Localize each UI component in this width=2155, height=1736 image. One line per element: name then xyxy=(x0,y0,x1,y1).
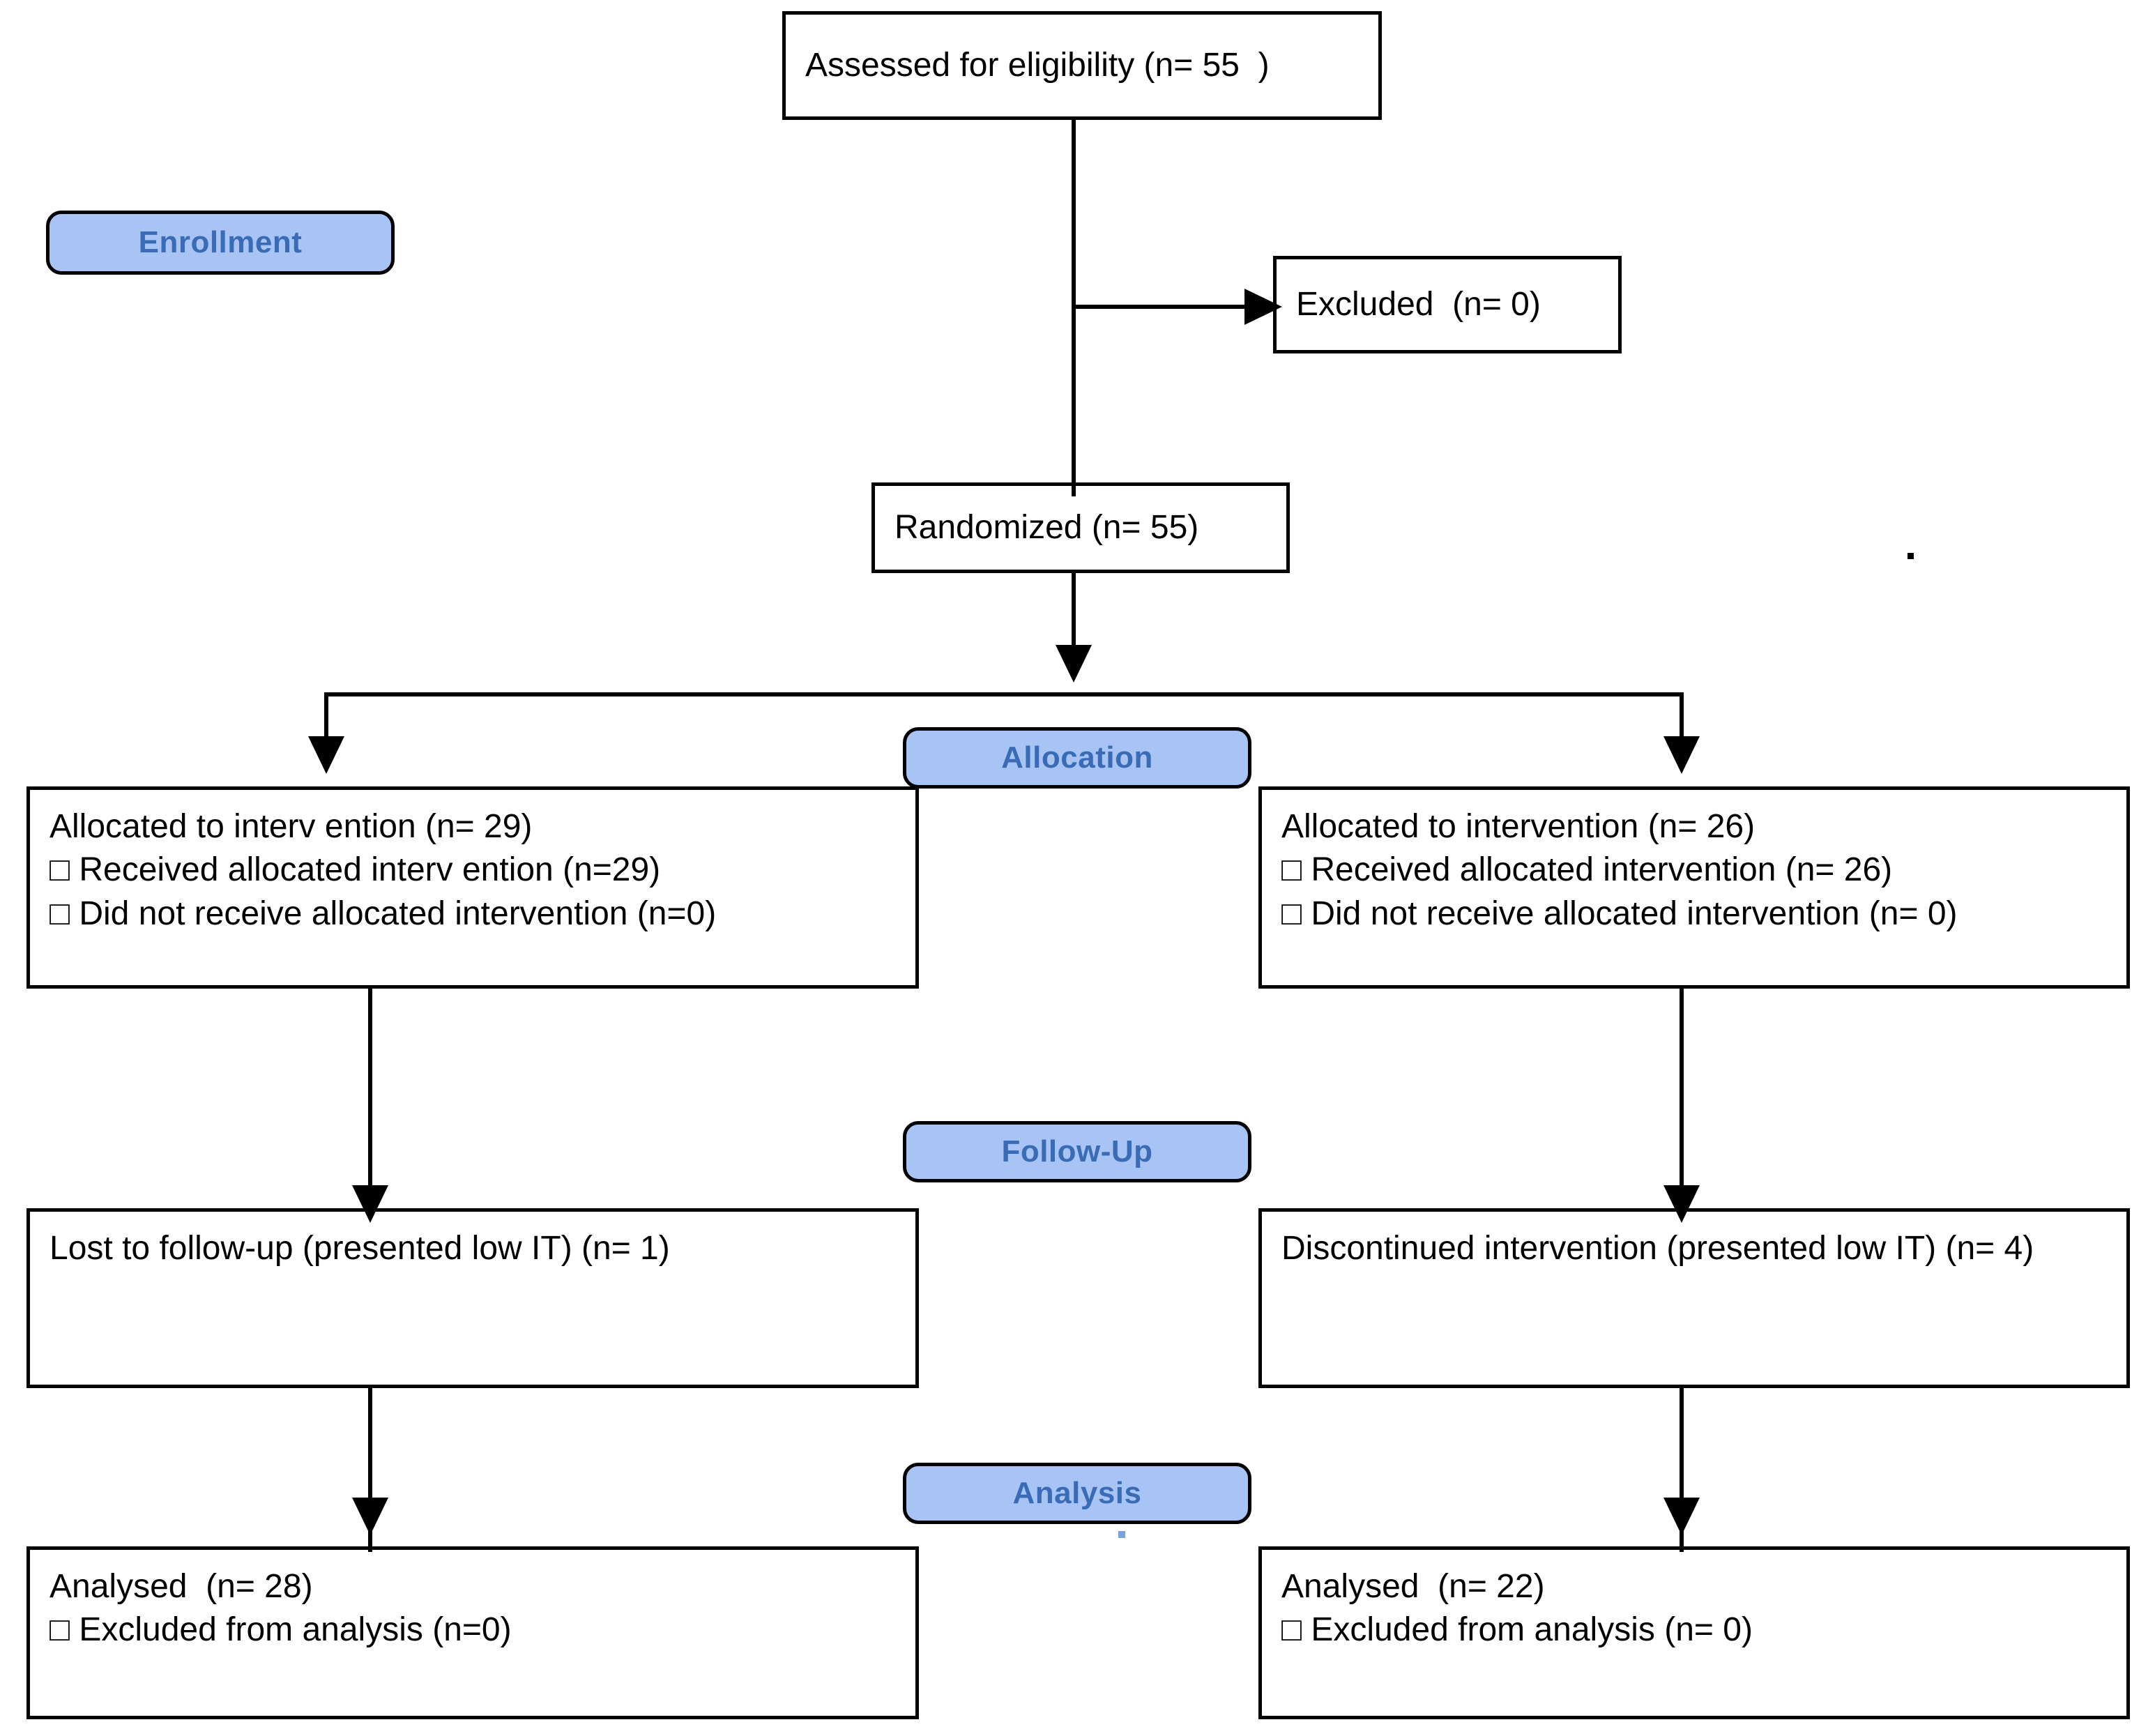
node-assessed-for-eligibility: Assessed for eligibility (n= 55 ) xyxy=(782,11,1382,120)
node-allocation-left: Allocated to interv ention (n= 29) □ Rec… xyxy=(26,786,919,989)
node-allocation-left-line-3: □ Did not receive allocated intervention… xyxy=(50,894,717,932)
arrow-left-allocation-to-followup xyxy=(352,1185,388,1223)
arrow-to-left-allocation xyxy=(308,736,344,774)
node-analysis-left: Analysed (n= 28) □ Excluded from analysi… xyxy=(26,1546,919,1719)
node-analysis-right: Analysed (n= 22) □ Excluded from analysi… xyxy=(1258,1546,2130,1719)
node-randomized-line-1: Randomized (n= 55) xyxy=(894,508,1199,546)
node-analysis-left-line-1: Analysed (n= 28) xyxy=(50,1568,313,1605)
arrow-to-right-allocation xyxy=(1663,736,1700,774)
artifact-dot-blue xyxy=(1118,1531,1125,1538)
stage-badge-followup-label: Follow-Up xyxy=(1001,1134,1153,1168)
connector-right-followup-to-analysis xyxy=(1680,1388,1684,1552)
node-followup-right-line-1: Discontinued intervention (presented low… xyxy=(1281,1230,2034,1267)
connector-left-followup-to-analysis xyxy=(368,1388,372,1552)
stage-badge-enrollment: Enrollment xyxy=(46,211,395,275)
node-followup-right: Discontinued intervention (presented low… xyxy=(1258,1208,2130,1388)
node-followup-left: Lost to follow-up (presented low IT) (n=… xyxy=(26,1208,919,1388)
node-analysis-right-line-1: Analysed (n= 22) xyxy=(1281,1568,1545,1605)
node-allocation-right-line-2: □ Received allocated intervention (n= 26… xyxy=(1281,851,1893,889)
node-allocation-right-line-1: Allocated to intervention (n= 26) xyxy=(1281,808,1756,845)
node-allocation-right: Allocated to intervention (n= 26) □ Rece… xyxy=(1258,786,2130,989)
arrow-to-excluded xyxy=(1244,289,1282,325)
connector-randomized-down xyxy=(1072,573,1076,650)
node-analysis-left-line-2: □ Excluded from analysis (n=0) xyxy=(50,1611,512,1649)
connector-right-allocation-to-followup xyxy=(1680,989,1684,1219)
node-randomized: Randomized (n= 55) xyxy=(871,482,1290,573)
connector-assessed-to-excluded xyxy=(1072,305,1260,309)
arrow-left-followup-to-analysis xyxy=(352,1498,388,1535)
connector-split-to-left-allocation xyxy=(324,692,328,762)
node-excluded: Excluded (n= 0) xyxy=(1273,256,1622,353)
connector-allocation-split-bar xyxy=(324,692,1684,696)
node-allocation-left-line-2: □ Received allocated interv ention (n=29… xyxy=(50,851,661,889)
arrow-right-allocation-to-followup xyxy=(1663,1185,1700,1223)
node-allocation-left-line-1: Allocated to interv ention (n= 29) xyxy=(50,808,533,845)
stage-badge-analysis-label: Analysis xyxy=(1012,1476,1142,1510)
node-analysis-right-line-2: □ Excluded from analysis (n= 0) xyxy=(1281,1611,1753,1649)
stage-badge-analysis: Analysis xyxy=(903,1463,1251,1524)
stage-badge-enrollment-label: Enrollment xyxy=(138,225,303,259)
arrow-right-followup-to-analysis xyxy=(1663,1498,1700,1535)
node-followup-left-line-1: Lost to follow-up (presented low IT) (n=… xyxy=(50,1230,670,1267)
node-assessed-line-1: Assessed for eligibility (n= 55 ) xyxy=(805,46,1270,84)
node-excluded-line-1: Excluded (n= 0) xyxy=(1296,285,1541,323)
artifact-dot xyxy=(1907,553,1914,559)
stage-badge-followup: Follow-Up xyxy=(903,1121,1251,1182)
node-allocation-right-line-3: □ Did not receive allocated intervention… xyxy=(1281,894,1958,932)
connector-left-allocation-to-followup xyxy=(368,989,372,1219)
connector-split-to-right-allocation xyxy=(1680,692,1684,762)
arrow-randomized-to-split xyxy=(1056,645,1092,683)
stage-badge-allocation-label: Allocation xyxy=(1001,740,1153,775)
stage-badge-allocation: Allocation xyxy=(903,727,1251,789)
